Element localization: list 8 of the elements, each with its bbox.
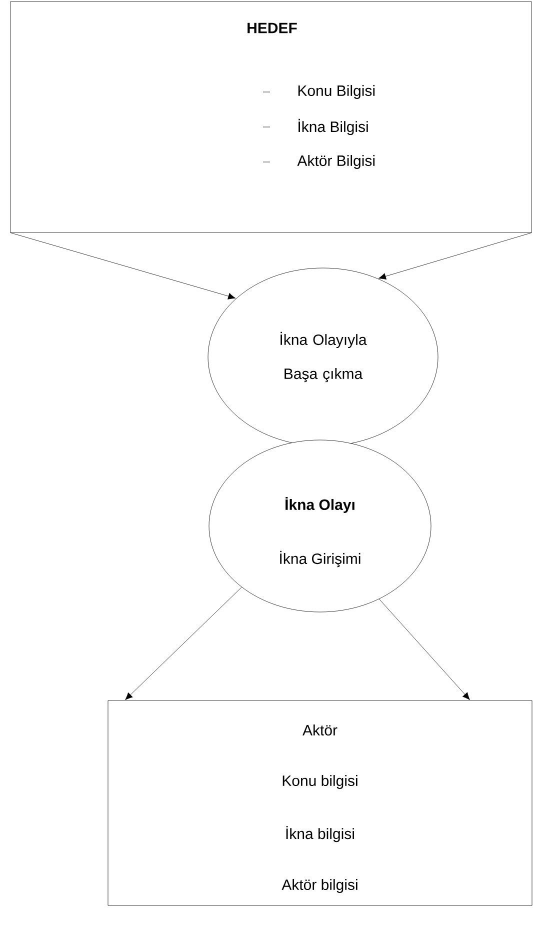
arrow xyxy=(378,232,532,280)
text-box: HEDEF Konu Bilgisi İkna Bilgisi Aktör Bilgisi xyxy=(10,1,532,233)
ellipse-node: İkna Olayı İkna Girişimi xyxy=(208,440,432,612)
arrow xyxy=(378,598,470,700)
text-box: Aktör Konu bilgisi İkna bilgisi Aktör bilgisi xyxy=(108,700,532,906)
ellipse-node: İkna Olayıyla Başa çıkma xyxy=(208,268,438,446)
arrow xyxy=(125,587,242,700)
arrow xyxy=(10,232,236,300)
